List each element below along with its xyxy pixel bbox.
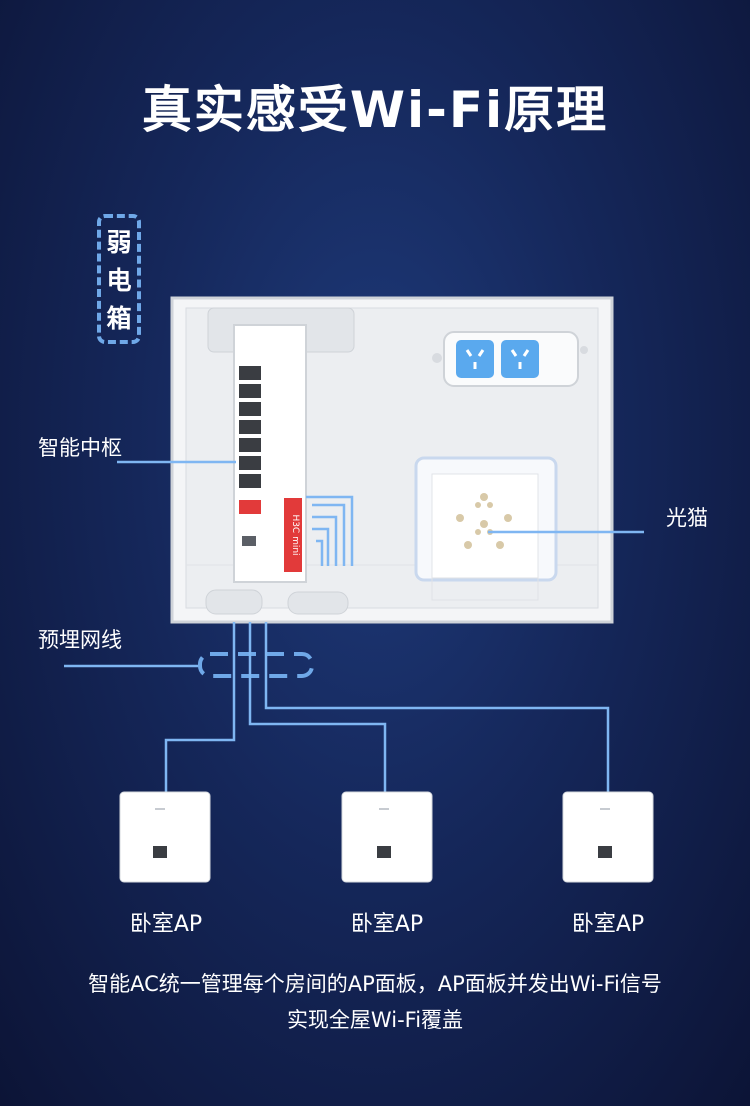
caption-line-2: 实现全屋Wi-Fi覆盖: [286, 1008, 464, 1032]
outlet-icon: [501, 340, 539, 378]
leader-lines: [64, 460, 644, 668]
ap-label: 卧室AP: [350, 912, 424, 937]
internal-cables: [306, 495, 354, 566]
optical-modem: [414, 456, 558, 601]
ap-panel: [562, 791, 654, 883]
switch-device: H3C mini: [233, 324, 307, 583]
cable-bundle-outline: [198, 652, 314, 678]
ap-label: 卧室AP: [571, 912, 645, 937]
ap-panel: [341, 791, 433, 883]
box-tag-char: 弱: [106, 228, 132, 257]
cable-label: 预埋网线: [38, 628, 122, 652]
box-tag-char: 电: [106, 266, 132, 295]
page-title: 真实感受Wi-Fi原理: [141, 81, 609, 139]
power-strip: [432, 331, 588, 387]
ap-panel: [119, 791, 211, 883]
switch-brand: H3C mini: [290, 514, 300, 555]
box-tag: 弱 电 箱: [97, 214, 141, 344]
modem-label: 光猫: [666, 506, 708, 530]
hub-label: 智能中枢: [38, 436, 122, 460]
box-tag-char: 箱: [106, 304, 132, 333]
switch-brand-strip: [284, 498, 302, 572]
caption-line-1: 智能AC统一管理每个房间的AP面板，AP面板并发出Wi-Fi信号: [88, 972, 662, 996]
switch-ports: [239, 366, 261, 546]
ap-cables: [164, 622, 610, 792]
outlet-icon: [456, 340, 494, 378]
ap-label: 卧室AP: [129, 912, 203, 937]
